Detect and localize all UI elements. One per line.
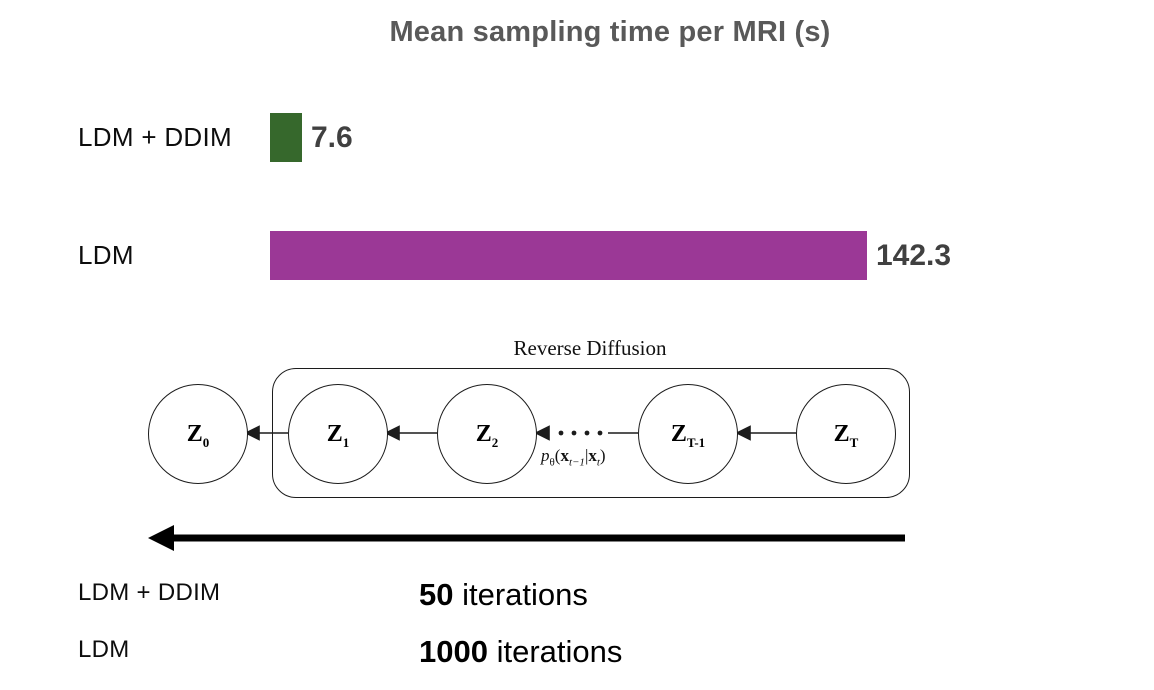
bar-ldm xyxy=(270,231,867,280)
transition-probability-label: pθ(xt−1|xt) xyxy=(541,446,606,469)
node-label: ZT xyxy=(833,420,859,450)
node-label: Z0 xyxy=(186,420,210,450)
big-left-arrow xyxy=(148,525,905,551)
node-label: Z2 xyxy=(475,420,499,450)
node-zt: ZT xyxy=(796,384,896,484)
iteration-label-ldm: LDM xyxy=(78,636,130,663)
node-z1: Z1 xyxy=(288,384,388,484)
iteration-count-ldm-ddim: 50 iterations xyxy=(419,577,588,613)
bar-ldm-ddim xyxy=(270,113,302,162)
bar-value-label: 142.3 xyxy=(876,238,952,272)
node-z2: Z2 xyxy=(437,384,537,484)
bar-value-label: 7.6 xyxy=(311,120,353,154)
iteration-number: 50 xyxy=(419,577,454,612)
bar-row-ldm-ddim: LDM + DDIM 7.6 xyxy=(78,113,353,162)
bar-category-label: LDM xyxy=(78,240,134,270)
node-z0: Z0 xyxy=(148,384,248,484)
iteration-suffix: iterations xyxy=(453,577,588,612)
diagram-title: Reverse Diffusion xyxy=(513,336,667,360)
node-label: ZT-1 xyxy=(670,420,706,450)
bar-category-label: LDM + DDIM xyxy=(78,122,232,152)
iteration-count-ldm: 1000 iterations xyxy=(419,634,622,670)
iteration-label-ldm-ddim: LDM + DDIM xyxy=(78,579,221,606)
bar-row-ldm: LDM 142.3 xyxy=(78,231,951,280)
iteration-suffix: iterations xyxy=(487,634,623,669)
node-label: Z1 xyxy=(326,420,350,450)
chart-title: Mean sampling time per MRI (s) xyxy=(389,16,831,48)
iteration-number: 1000 xyxy=(419,634,488,669)
node-zt-1: ZT-1 xyxy=(638,384,738,484)
big-arrow-head xyxy=(148,525,174,551)
